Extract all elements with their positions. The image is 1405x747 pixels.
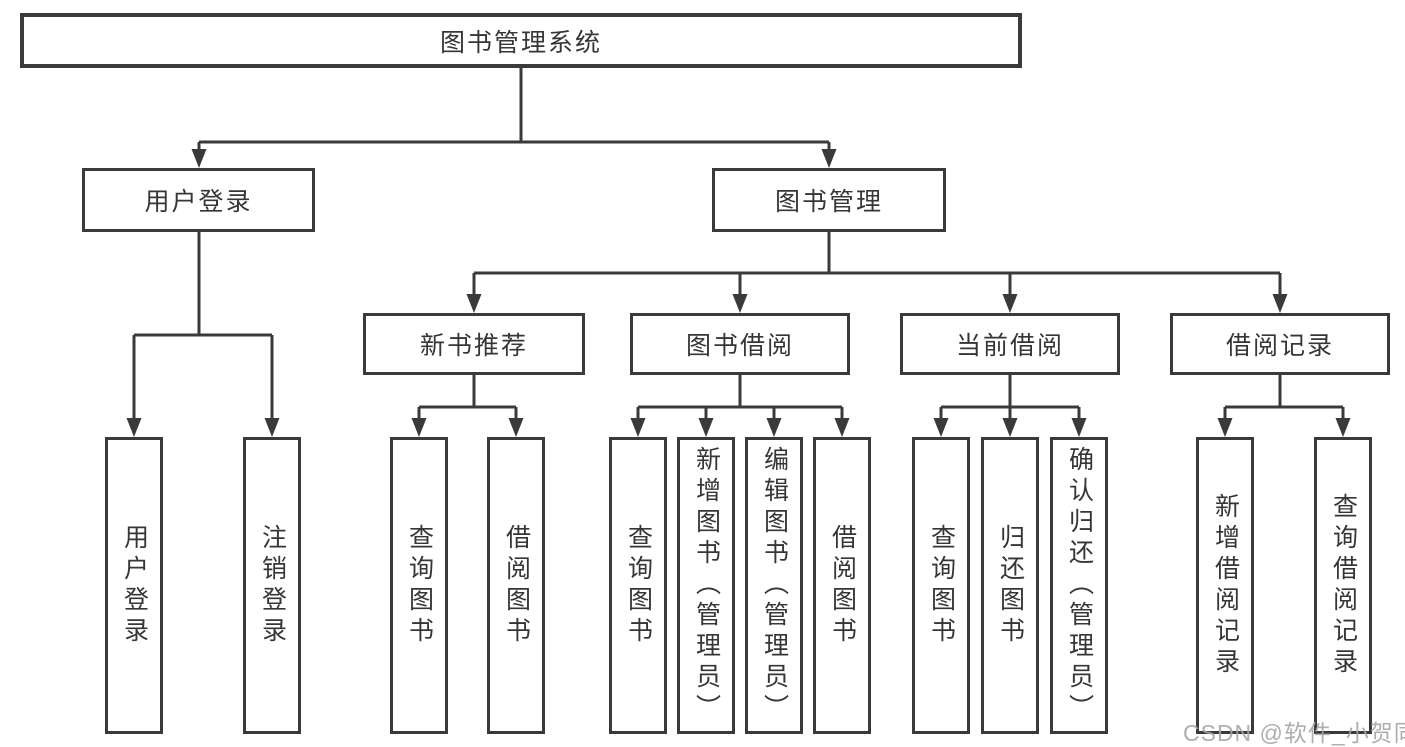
leaf-borrow-book: 借阅图书	[813, 437, 871, 734]
leaf-edit-book-admin: 编辑图书（管理员）	[745, 437, 803, 734]
node-user-login: 用户登录	[82, 168, 315, 232]
leaf-query-book-current: 查询图书	[912, 437, 970, 734]
node-book-borrow: 图书借阅	[630, 313, 850, 375]
node-current-borrow: 当前借阅	[900, 313, 1120, 375]
leaf-query-book-borrow-label: 查询图书	[624, 523, 653, 648]
leaf-borrow-book-recommend: 借阅图书	[487, 437, 545, 734]
leaf-borrow-book-label: 借阅图书	[828, 523, 857, 648]
leaf-add-borrow-record: 新增借阅记录	[1196, 437, 1254, 734]
leaf-query-borrow-record-label: 查询借阅记录	[1329, 492, 1358, 679]
leaf-logout: 注销登录	[243, 437, 301, 734]
node-new-book-recommend: 新书推荐	[363, 313, 585, 375]
leaf-add-borrow-record-label: 新增借阅记录	[1211, 492, 1240, 679]
node-book-management: 图书管理	[712, 168, 946, 232]
leaf-edit-book-admin-label: 编辑图书（管理员）	[760, 446, 789, 725]
leaf-user-login: 用户登录	[105, 437, 163, 734]
csdn-watermark: CSDN @软件_小贺同学	[1183, 720, 1405, 746]
leaf-query-book-borrow: 查询图书	[609, 437, 667, 734]
leaf-logout-label: 注销登录	[258, 523, 287, 648]
leaf-add-book-admin-label: 新增图书（管理员）	[692, 446, 721, 725]
leaf-query-book-current-label: 查询图书	[927, 523, 956, 648]
leaf-query-book-recommend: 查询图书	[390, 437, 448, 734]
leaf-return-book-label: 归还图书	[996, 523, 1025, 648]
leaf-confirm-return-admin-label: 确认归还（管理员）	[1065, 446, 1094, 725]
node-root-system: 图书管理系统	[20, 13, 1022, 68]
leaf-query-book-recommend-label: 查询图书	[405, 523, 434, 648]
leaf-borrow-book-recommend-label: 借阅图书	[502, 523, 531, 648]
leaf-add-book-admin: 新增图书（管理员）	[677, 437, 735, 734]
leaf-query-borrow-record: 查询借阅记录	[1314, 437, 1372, 734]
leaf-user-login-label: 用户登录	[120, 523, 149, 648]
leaf-return-book: 归还图书	[981, 437, 1039, 734]
leaf-confirm-return-admin: 确认归还（管理员）	[1050, 437, 1108, 734]
node-borrow-record: 借阅记录	[1170, 313, 1390, 375]
